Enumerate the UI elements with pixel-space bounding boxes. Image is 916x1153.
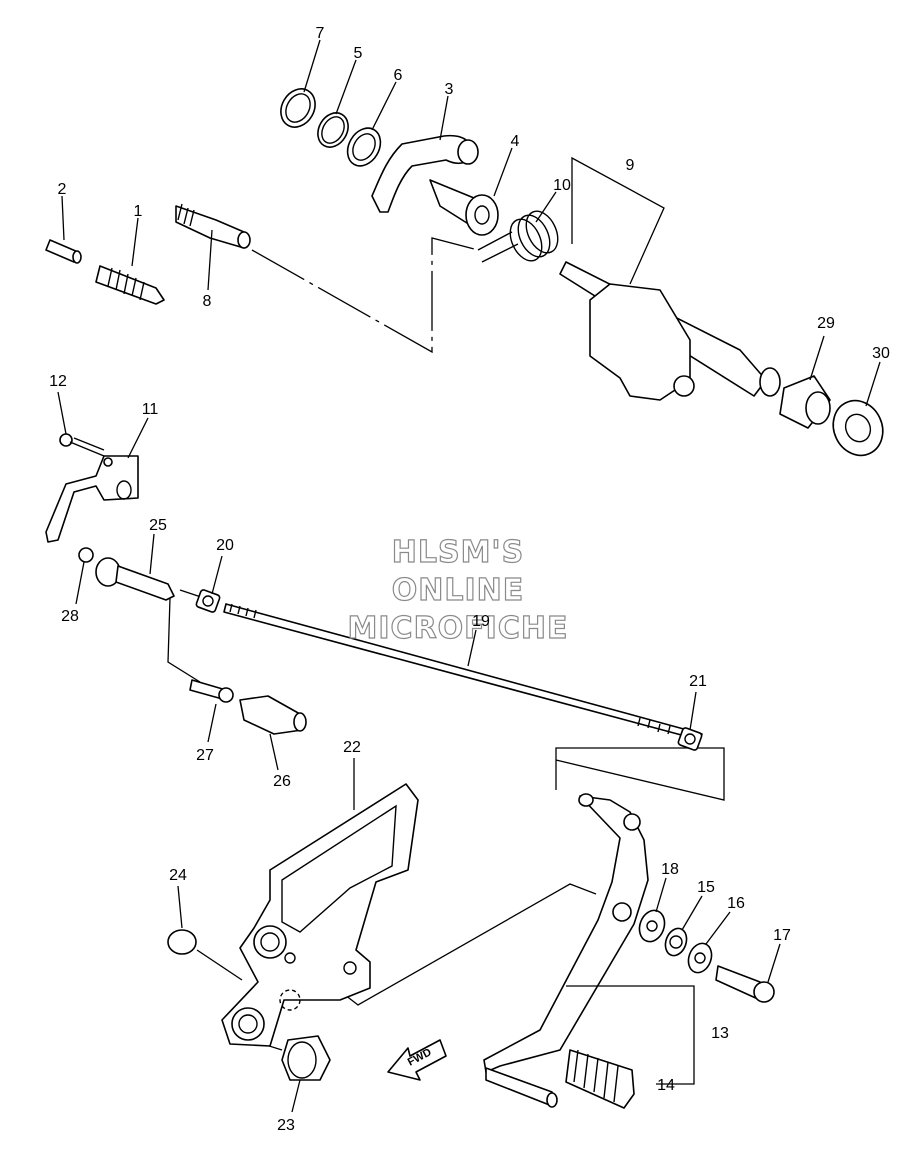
- part-28-nut: [78, 547, 94, 563]
- callout-8: 8: [203, 293, 212, 310]
- part-8-bolt: [175, 203, 251, 249]
- part-7-ring: [280, 88, 316, 128]
- callout-2: 2: [58, 181, 67, 198]
- part-2-pin: [45, 239, 82, 264]
- part-13-shift-pedal: [483, 793, 649, 1108]
- callout-11: 11: [142, 401, 159, 418]
- part-1-spring: [95, 265, 165, 305]
- callout-26: 26: [273, 773, 291, 790]
- part-14-pedal-rubber: [565, 1049, 635, 1109]
- callout-29: 29: [817, 315, 835, 332]
- part-27-bolt: [189, 679, 234, 703]
- callout-12: 12: [49, 373, 67, 390]
- callout-10: 10: [553, 177, 571, 194]
- callout-14: 14: [657, 1077, 675, 1094]
- callout-22: 22: [343, 739, 361, 756]
- callout-6: 6: [394, 67, 403, 84]
- part-20-nut: [195, 589, 221, 613]
- watermark-line-3: MICROFICHE: [348, 611, 569, 646]
- part-26-rod-end: [239, 695, 307, 735]
- part-6-washer: [346, 127, 382, 167]
- part-3-arm: [371, 134, 479, 213]
- callout-18: 18: [661, 861, 679, 878]
- callout-17: 17: [773, 927, 791, 944]
- part-9-shift-shaft: [559, 156, 781, 401]
- callout-24: 24: [169, 867, 187, 884]
- part-16-washer: [687, 942, 713, 974]
- callout-16: 16: [727, 895, 745, 912]
- part-30-seal: [832, 399, 884, 457]
- part-4-collar: [429, 179, 499, 236]
- part-11-lever: [45, 455, 139, 543]
- part-12-bolt: [59, 433, 105, 457]
- callout-3: 3: [445, 81, 454, 98]
- part-10-spring: [477, 210, 559, 263]
- watermark: HLSM'S ONLINE MICROFICHE: [347, 534, 569, 646]
- part-23-rubber: [281, 1035, 331, 1081]
- part-18-washer: [638, 909, 666, 943]
- callout-13: 13: [711, 1025, 729, 1042]
- callout-28: 28: [61, 608, 79, 625]
- callout-5: 5: [354, 45, 363, 62]
- part-22-bracket: [221, 783, 419, 1047]
- callout-21: 21: [689, 673, 707, 690]
- part-25-rod-end: [95, 557, 175, 601]
- leader-lines: [57, 39, 881, 1113]
- part-17-bolt: [715, 965, 775, 1003]
- callout-labels: 7 5 6 3 4 9 10 2 1 8 29 30 12 11 25 20 2…: [49, 25, 890, 1134]
- callout-4: 4: [511, 133, 520, 150]
- part-21-nut: [677, 727, 703, 751]
- callout-1: 1: [134, 203, 143, 220]
- callout-27: 27: [196, 747, 214, 764]
- callout-19: 19: [472, 613, 490, 630]
- callout-15: 15: [697, 879, 715, 896]
- watermark-line-1: HLSM'S: [392, 535, 524, 570]
- callout-23: 23: [277, 1117, 295, 1134]
- callout-9: 9: [626, 157, 635, 174]
- callout-25: 25: [149, 517, 167, 534]
- callout-20: 20: [216, 537, 234, 554]
- part-29-bushing: [779, 375, 831, 429]
- part-24-cap: [167, 929, 197, 955]
- watermark-line-2: ONLINE: [392, 573, 525, 608]
- part-5-circlip: [317, 112, 349, 148]
- part-15-ring: [664, 927, 688, 957]
- fwd-arrow: FWD: [387, 1039, 447, 1081]
- callout-30: 30: [872, 345, 890, 362]
- callout-7: 7: [316, 25, 325, 42]
